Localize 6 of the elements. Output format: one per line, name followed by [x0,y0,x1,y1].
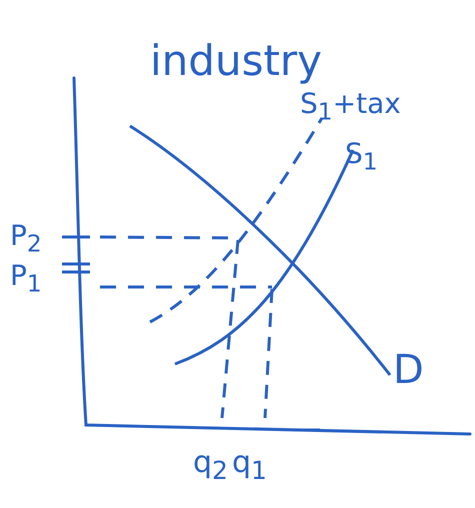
axis-label: q$_{2}$ [193,448,228,483]
curve-label: D [393,350,424,390]
axis-label: q$_{1}$ [232,448,267,483]
chart-title: industry [150,40,322,82]
axis-label: P$_{2}$ [10,222,42,256]
axis-label: P$_{1}$ [10,262,42,296]
